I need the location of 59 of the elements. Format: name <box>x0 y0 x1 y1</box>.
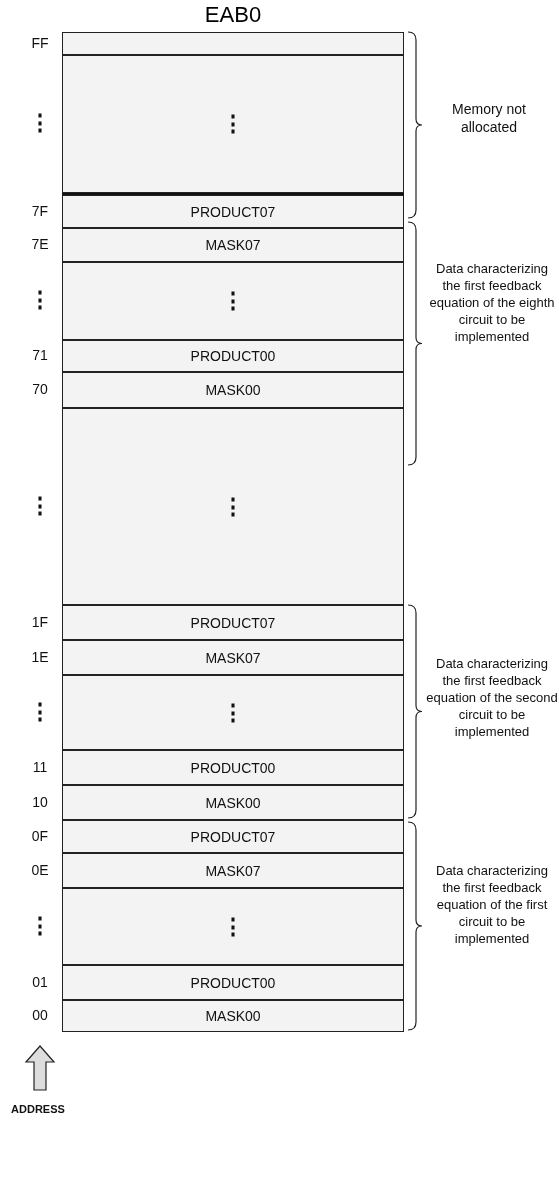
cell-label: MASK07 <box>205 649 261 666</box>
memory-cell <box>62 888 404 965</box>
memory-cell <box>62 605 404 640</box>
memory-cell <box>62 408 404 605</box>
cell-label: PRODUCT07 <box>190 828 276 845</box>
memory-cell <box>62 640 404 675</box>
cell-label: PRODUCT00 <box>190 974 276 991</box>
annotation-text: Memory not allocated <box>451 100 527 136</box>
annotation-text: Data characterizing the first feedback equation of the first circuit to be implemented <box>435 862 549 947</box>
address-label: 0E <box>30 861 50 878</box>
address-label: 10 <box>31 793 49 810</box>
ellipsis-mark: ⋮ <box>222 288 244 314</box>
memory-cell <box>62 372 404 408</box>
annotation-text: Data characterizing the first feedback equation of the eighth circuit to be implemented <box>428 260 556 345</box>
memory-cell <box>62 228 404 262</box>
address-label: 71 <box>31 347 49 363</box>
address-label: 00 <box>31 1007 49 1023</box>
memory-cell <box>62 1000 404 1032</box>
address-label: 7F <box>30 202 50 219</box>
cell-label: PRODUCT07 <box>190 614 276 631</box>
ellipsis-mark: ⋮ <box>28 287 52 313</box>
memory-cell <box>62 55 404 193</box>
memory-cell <box>62 820 404 853</box>
cell-label: PRODUCT00 <box>190 348 276 364</box>
diagram-title: EAB0 <box>203 2 263 28</box>
ellipsis-mark: ⋮ <box>222 699 244 726</box>
axis-label: ADDRESS <box>10 1102 66 1117</box>
ellipsis-mark: ⋮ <box>222 913 244 940</box>
address-label: 70 <box>31 381 49 397</box>
memory-cell <box>62 195 404 228</box>
memory-cell <box>62 340 404 372</box>
ellipsis-mark: ⋮ <box>222 493 244 520</box>
annotation-text: Data characterizing the first feedback equation of the second circuit to be implemented <box>426 655 558 740</box>
address-label: FF <box>30 34 50 51</box>
address-label: 1E <box>30 648 50 665</box>
cell-label: MASK07 <box>205 237 261 253</box>
cell-label: PRODUCT00 <box>190 759 276 776</box>
memory-cell <box>62 965 404 1000</box>
ellipsis-mark: ⋮ <box>28 912 52 939</box>
memory-cell <box>62 853 404 888</box>
address-label: 1F <box>30 613 50 630</box>
address-label: 11 <box>31 758 49 775</box>
address-label: 7E <box>30 236 50 252</box>
ellipsis-mark: ⋮ <box>28 492 52 519</box>
memory-cell <box>62 32 404 55</box>
cell-label: MASK00 <box>205 382 261 398</box>
ellipsis-mark: ⋮ <box>28 110 52 136</box>
address-label: 0F <box>30 827 50 844</box>
cell-label: MASK00 <box>205 1008 261 1024</box>
ellipsis-mark: ⋮ <box>28 698 52 725</box>
memory-cell <box>62 785 404 820</box>
memory-cell <box>62 262 404 340</box>
address-label: 01 <box>31 973 49 990</box>
cell-label: MASK07 <box>205 862 261 879</box>
ellipsis-mark: ⋮ <box>222 111 244 137</box>
cell-label: PRODUCT07 <box>190 203 276 220</box>
memory-cell <box>62 675 404 750</box>
cell-label: MASK00 <box>205 794 261 811</box>
memory-cell <box>62 750 404 785</box>
